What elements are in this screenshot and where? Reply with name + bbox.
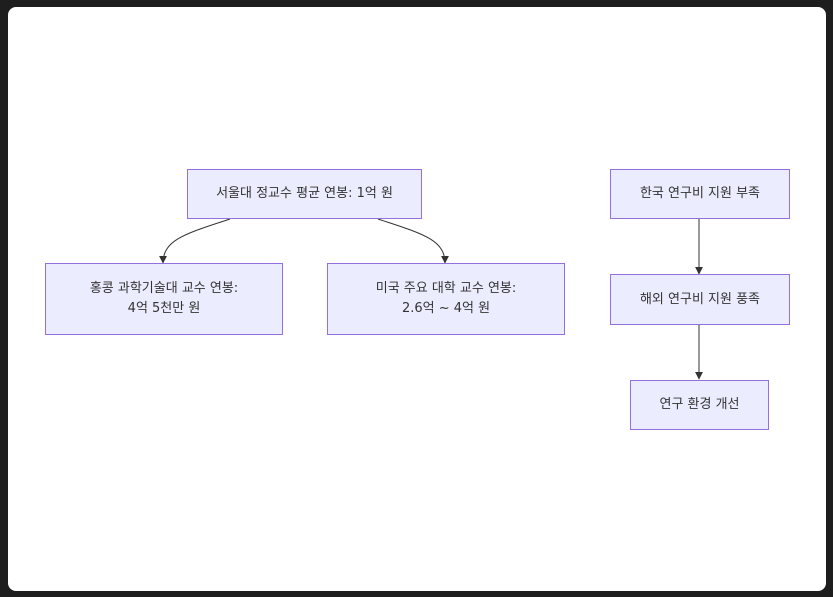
node-korea-funding-line-1: 한국 연구비 지원 부족 — [639, 186, 761, 201]
edge-snu-hk — [159, 218, 231, 264]
edges-layer — [159, 218, 703, 380]
node-hkust-salary-line-2: 4억 5천만 원 — [127, 301, 201, 316]
node-us-salary: 미국 주요 대학 교수 연봉: 2.6억 ~ 4억 원 — [327, 263, 565, 335]
node-hkust-salary: 홍콩 과학기술대 교수 연봉: 4억 5천만 원 — [45, 263, 283, 335]
node-us-salary-line-2: 2.6억 ~ 4억 원 — [401, 301, 491, 316]
diagram-canvas: 서울대 정교수 평균 연봉: 1억 원 홍콩 과학기술대 교수 연봉: 4억 5… — [8, 7, 826, 591]
node-snu-salary-line-1: 서울대 정교수 평균 연봉: 1억 원 — [216, 186, 393, 201]
node-abroad-funding: 해외 연구비 지원 풍족 — [610, 274, 790, 325]
node-snu-salary: 서울대 정교수 평균 연봉: 1억 원 — [187, 169, 422, 219]
node-hkust-salary-line-1: 홍콩 과학기술대 교수 연봉: — [89, 281, 239, 296]
node-research-env: 연구 환경 개선 — [630, 380, 769, 430]
node-research-env-line-1: 연구 환경 개선 — [659, 397, 740, 412]
edge-snu-us — [377, 218, 449, 264]
node-us-salary-line-1: 미국 주요 대학 교수 연봉: — [375, 281, 517, 296]
node-korea-funding: 한국 연구비 지원 부족 — [610, 169, 790, 219]
node-abroad-funding-line-1: 해외 연구비 지원 풍족 — [639, 291, 761, 307]
